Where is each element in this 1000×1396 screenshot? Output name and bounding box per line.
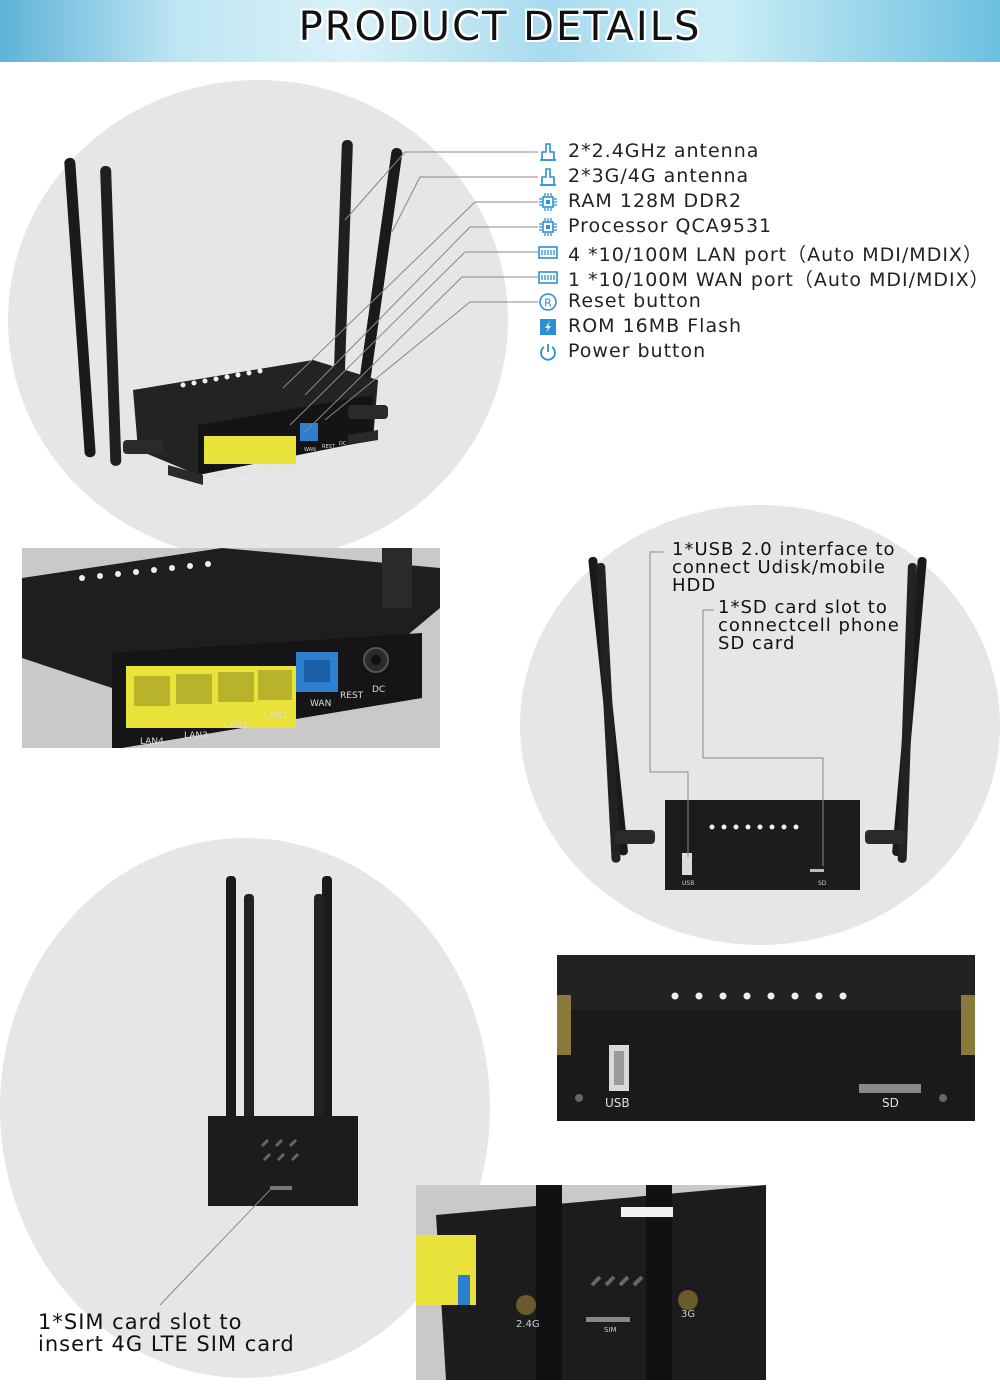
sd-callout: 1*SD card slot to connectcell phone SD c… [718, 599, 900, 653]
spec-text: 2*2.4GHz antenna [568, 140, 760, 162]
reset-label: REST [340, 691, 364, 701]
spec-item-lan-port: 4 *10/100M LAN port（Auto MDI/MDIX） [538, 240, 1000, 266]
spec-text: Reset button [568, 290, 702, 312]
antenna-icon [540, 168, 556, 186]
lan4-label: LAN4 [213, 473, 226, 479]
reset-icon: R [539, 293, 557, 311]
lan2-label: LAN2 [224, 721, 248, 731]
lan1-label: LAN1 [281, 464, 294, 470]
antenna-icon [540, 143, 556, 161]
spec-item-4g-antenna: 2*3G/4G antenna [538, 165, 1000, 189]
callout-line: connect Udisk/mobile [672, 557, 886, 578]
rear-closeup-image: 2.4G SIM 3G [416, 1185, 766, 1380]
flash-icon [540, 319, 556, 335]
usb-label: USB [605, 1096, 630, 1110]
spec-item-flash: ROM 16MB Flash [538, 315, 1000, 339]
spec-item-wan-port: 1 *10/100M WAN port（Auto MDI/MDIX） [538, 265, 1000, 291]
wan-label: WAN [310, 699, 331, 709]
spec-text: 1 *10/100M WAN port（Auto MDI/MDIX） [568, 269, 990, 291]
page-title: PRODUCT DETAILS [298, 4, 702, 50]
lan3-label: LAN3 [184, 731, 208, 741]
power-icon [540, 344, 556, 361]
ethernet-port-icon [538, 271, 558, 284]
spec-text: 4 *10/100M LAN port（Auto MDI/MDIX） [568, 244, 983, 266]
lan2-label: LAN2 [259, 467, 272, 473]
sd-label: SD [882, 1096, 899, 1110]
lan1-label: LAN1 [264, 711, 288, 721]
side-panel-photo: USB SD [557, 955, 975, 1121]
spec-text: RAM 128M DDR2 [568, 190, 743, 212]
svg-text:R: R [544, 297, 552, 310]
spec-text: 2*3G/4G antenna [568, 165, 750, 187]
usb-callout: 1*USB 2.0 interface to connect Udisk/mob… [672, 541, 896, 595]
ant-right-label: 3G [681, 1309, 695, 1320]
spec-text: ROM 16MB Flash [568, 315, 743, 337]
sim-callout: 1*SIM card slot to insert 4G LTE SIM car… [38, 1311, 295, 1355]
spec-text: Power button [568, 340, 707, 362]
sim-label: SIM [604, 1326, 617, 1334]
spec-item-ram: RAM 128M DDR2 [538, 190, 1000, 214]
ports-closeup-photo: LAN4 LAN3 LAN2 LAN1 WAN REST DC [22, 548, 440, 748]
chip-icon [539, 193, 557, 211]
sd-label: SD [818, 880, 827, 887]
ports-closeup-image: LAN4 LAN3 LAN2 LAN1 WAN REST DC [22, 548, 440, 748]
side-panel-image: USB SD [557, 955, 975, 1121]
spec-item-power: Power button [538, 340, 1000, 364]
spec-text: Processor QCA9531 [568, 215, 773, 237]
lan4-label: LAN4 [140, 737, 164, 747]
ethernet-port-icon [538, 246, 558, 259]
chip-icon [539, 218, 557, 236]
router-side-image: USB SD [588, 556, 927, 890]
dc-label: DC [339, 441, 347, 447]
spec-item-processor: Processor QCA9531 [538, 215, 1000, 239]
spec-item-24ghz-antenna: 2*2.4GHz antenna [538, 140, 1000, 164]
router-front-image: LAN4 LAN3 LAN2 LAN1 WAN REST DC [64, 139, 403, 485]
callout-line: 1*USB 2.0 interface to [672, 539, 896, 560]
spec-item-reset: R Reset button [538, 290, 1000, 314]
dc-label: DC [372, 685, 385, 695]
header-banner: PRODUCT DETAILS [0, 0, 1000, 62]
callout-line: HDD [672, 575, 717, 596]
ant-left-label: 2.4G [516, 1319, 540, 1330]
router-front-circle: LAN4 LAN3 LAN2 LAN1 WAN REST DC [8, 80, 508, 560]
rear-closeup-photo: 2.4G SIM 3G [416, 1185, 766, 1380]
usb-label: USB [682, 880, 694, 887]
reset-label: REST [322, 444, 336, 450]
wan-label: WAN [304, 447, 316, 453]
router-rear-circle [0, 838, 490, 1378]
lan3-label: LAN3 [236, 470, 249, 476]
callout-line: SD card [718, 633, 796, 654]
callout-line: insert 4G LTE SIM card [38, 1332, 295, 1356]
callout-line: 1*SIM card slot to [38, 1310, 243, 1334]
